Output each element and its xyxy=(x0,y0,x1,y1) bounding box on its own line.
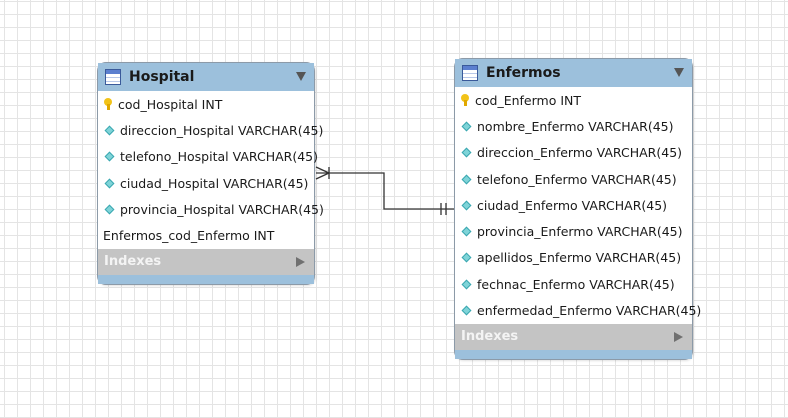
column-row[interactable]: ciudad_Enfermo VARCHAR(45) xyxy=(455,192,692,218)
column-row[interactable]: provincia_Enfermo VARCHAR(45) xyxy=(455,218,692,244)
diamond-icon xyxy=(461,305,472,316)
column-row[interactable]: provincia_Hospital VARCHAR(45) xyxy=(98,196,324,222)
column-label: ciudad_Hospital VARCHAR(45) xyxy=(120,175,309,191)
column-row[interactable]: apellidos_Enfermo VARCHAR(45) xyxy=(455,245,692,271)
column-label: direccion_Hospital VARCHAR(45) xyxy=(120,122,324,138)
table-grid-icon xyxy=(105,69,121,85)
collapse-triangle-icon[interactable] xyxy=(296,72,306,81)
column-label: nombre_Enfermo VARCHAR(45) xyxy=(477,118,674,134)
diamond-icon xyxy=(461,226,472,237)
table-header[interactable]: Enfermos xyxy=(455,59,692,87)
diamond-icon xyxy=(104,151,115,162)
collapse-triangle-icon[interactable] xyxy=(674,68,684,77)
column-label: enfermedad_Enfermo VARCHAR(45) xyxy=(477,303,702,319)
table-footer xyxy=(98,274,314,284)
column-label: cod_Enfermo INT xyxy=(475,92,582,108)
column-label: ciudad_Enfermo VARCHAR(45) xyxy=(477,197,668,213)
column-row-pk[interactable]: cod_Hospital INT xyxy=(98,91,314,117)
diamond-icon xyxy=(104,125,115,136)
column-label: provincia_Hospital VARCHAR(45) xyxy=(120,201,324,217)
table-title: Enfermos xyxy=(486,65,561,81)
crows-foot-upper xyxy=(315,166,330,174)
column-row[interactable]: nombre_Enfermo VARCHAR(45) xyxy=(455,113,692,139)
indexes-section[interactable]: Indexes xyxy=(98,248,314,275)
expand-triangle-icon[interactable] xyxy=(674,331,683,342)
table-enfermos[interactable]: Enfermos cod_Enfermo INT nombre_Enfermo … xyxy=(454,58,701,360)
column-row-fk[interactable]: Enfermos_cod_Enfermo INT xyxy=(98,222,314,248)
column-label: provincia_Enfermo VARCHAR(45) xyxy=(477,224,683,240)
column-label: fechnac_Enfermo VARCHAR(45) xyxy=(477,276,675,292)
column-label: direccion_Enfermo VARCHAR(45) xyxy=(477,145,683,161)
key-icon xyxy=(461,94,469,107)
table-footer xyxy=(455,349,692,359)
indexes-section[interactable]: Indexes xyxy=(455,323,692,350)
column-label: telefono_Hospital VARCHAR(45) xyxy=(120,149,318,165)
table-header[interactable]: Hospital xyxy=(98,63,314,91)
diamond-icon xyxy=(104,178,115,188)
diamond-icon xyxy=(461,252,472,263)
column-row[interactable]: ciudad_Hospital VARCHAR(45) xyxy=(98,170,314,196)
diamond-icon xyxy=(461,200,472,211)
column-label: Enfermos_cod_Enfermo INT xyxy=(103,228,275,244)
relationship-line xyxy=(316,172,455,210)
column-row[interactable]: telefono_Enfermo VARCHAR(45) xyxy=(455,166,692,192)
column-row[interactable]: enfermedad_Enfermo VARCHAR(45) xyxy=(455,297,701,323)
column-row-pk[interactable]: cod_Enfermo INT xyxy=(455,87,692,113)
diamond-icon xyxy=(104,204,115,215)
table-hospital[interactable]: Hospital cod_Hospital INT direccion_Hosp… xyxy=(97,62,324,285)
diamond-icon xyxy=(461,174,472,184)
column-row[interactable]: fechnac_Enfermo VARCHAR(45) xyxy=(455,271,692,297)
column-row[interactable]: direccion_Hospital VARCHAR(45) xyxy=(98,117,323,143)
indexes-label: Indexes xyxy=(104,254,162,270)
crows-foot-lower xyxy=(315,172,330,180)
column-label: cod_Hospital INT xyxy=(118,96,223,112)
column-row[interactable]: direccion_Enfermo VARCHAR(45) xyxy=(455,140,692,166)
diamond-icon xyxy=(461,121,472,132)
column-row[interactable]: telefono_Hospital VARCHAR(45) xyxy=(98,144,318,170)
column-label: apellidos_Enfermo VARCHAR(45) xyxy=(477,250,682,266)
diamond-icon xyxy=(461,279,472,290)
key-icon xyxy=(104,98,112,111)
expand-triangle-icon[interactable] xyxy=(296,256,305,267)
table-grid-icon xyxy=(462,65,478,81)
diamond-icon xyxy=(461,147,472,158)
column-label: telefono_Enfermo VARCHAR(45) xyxy=(477,171,677,187)
indexes-label: Indexes xyxy=(461,329,519,345)
table-title: Hospital xyxy=(129,69,195,85)
